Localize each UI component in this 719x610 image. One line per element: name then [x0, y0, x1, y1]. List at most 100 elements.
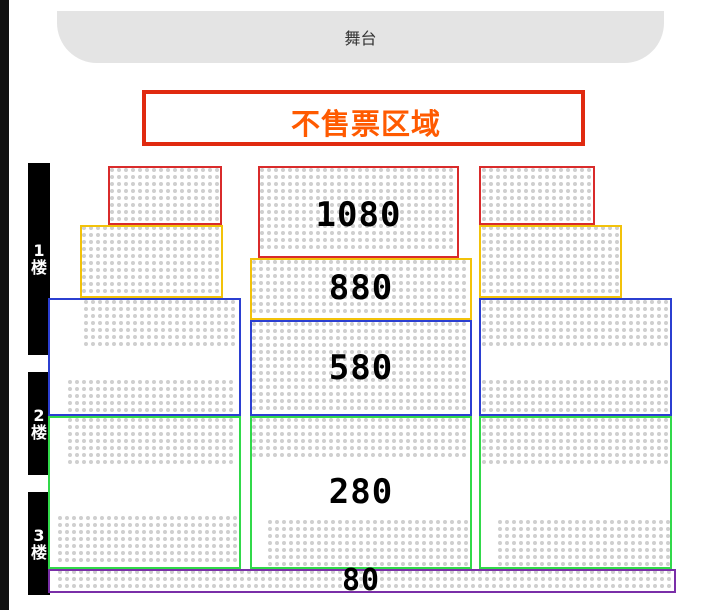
- seat-dot: [580, 226, 584, 230]
- seat-dot: [413, 418, 417, 422]
- seat-dot: [608, 425, 612, 429]
- seat-dot: [350, 309, 354, 313]
- seat-dot: [140, 300, 144, 304]
- seat-dot: [84, 335, 88, 339]
- seat-dot: [545, 387, 549, 391]
- seat-dot: [135, 516, 139, 520]
- seat-dot: [219, 516, 223, 520]
- seat-dot: [351, 224, 355, 228]
- zone-1080-right[interactable]: [479, 166, 595, 225]
- seat-dot: [573, 342, 577, 346]
- zone-280-left[interactable]: [48, 416, 241, 569]
- seat-dot: [337, 189, 341, 193]
- seat-dot: [510, 261, 514, 265]
- seat-dot: [615, 335, 619, 339]
- seat-dot: [566, 275, 570, 279]
- zone-280-right[interactable]: [479, 416, 672, 569]
- seat-dot: [531, 307, 535, 311]
- seat-dot: [166, 275, 170, 279]
- seat-dot: [587, 439, 591, 443]
- seat-dot: [496, 408, 500, 412]
- seat-dot: [93, 537, 97, 541]
- seat-dot: [455, 446, 459, 450]
- seat-dot: [503, 321, 507, 325]
- seat-dot: [422, 527, 426, 531]
- seat-dot: [194, 175, 198, 179]
- zone-580-left[interactable]: [48, 298, 241, 416]
- seat-dot: [82, 233, 86, 237]
- zone-580-right[interactable]: [479, 298, 672, 416]
- seat-dot: [503, 408, 507, 412]
- seat-dot: [394, 555, 398, 559]
- seat-dot: [401, 555, 405, 559]
- seat-dot: [117, 240, 121, 244]
- seat-dot: [133, 300, 137, 304]
- seat-dot: [503, 217, 507, 221]
- seat-dot: [407, 224, 411, 228]
- seat-dot: [517, 418, 521, 422]
- seat-dot: [489, 168, 493, 172]
- seat-dot: [406, 453, 410, 457]
- seat-dot: [89, 425, 93, 429]
- zone-880-right[interactable]: [479, 225, 622, 298]
- seat-dot: [594, 418, 598, 422]
- seat-dot: [198, 544, 202, 548]
- seat-dot: [145, 254, 149, 258]
- seat-dot: [229, 418, 233, 422]
- seat-dot: [331, 534, 335, 538]
- seat-dot: [573, 203, 577, 207]
- zone-880-left[interactable]: [80, 225, 223, 298]
- seat-dot: [294, 343, 298, 347]
- seat-dot: [580, 408, 584, 412]
- seat-dot: [498, 527, 502, 531]
- seat-dot: [140, 342, 144, 346]
- seat-dot: [229, 380, 233, 384]
- seat-dot: [173, 387, 177, 391]
- seat-dot: [533, 520, 537, 524]
- seat-dot: [301, 336, 305, 340]
- seat-dot: [275, 541, 279, 545]
- seat-dot: [441, 343, 445, 347]
- seat-dot: [252, 274, 256, 278]
- seat-dot: [124, 289, 128, 293]
- seat-dot: [589, 520, 593, 524]
- seat-dot: [100, 516, 104, 520]
- seat-dot: [608, 300, 612, 304]
- seat-dot: [435, 245, 439, 249]
- price-label-1080: 1080: [315, 195, 402, 235]
- seat-dot: [406, 336, 410, 340]
- seat-dot: [517, 275, 521, 279]
- seat-dot: [196, 300, 200, 304]
- seat-dot: [177, 516, 181, 520]
- seat-dot: [201, 387, 205, 391]
- seat-dot: [420, 357, 424, 361]
- seat-dot: [96, 432, 100, 436]
- seat-dot: [208, 268, 212, 272]
- seat-dot: [275, 548, 279, 552]
- seat-dot: [344, 196, 348, 200]
- seat-dot: [166, 196, 170, 200]
- seat-dot: [559, 247, 563, 251]
- seat-dot: [664, 328, 668, 332]
- seat-dot: [517, 439, 521, 443]
- seat-dot: [82, 282, 86, 286]
- seat-dot: [280, 399, 284, 403]
- seat-dot: [131, 453, 135, 457]
- seat-dot: [392, 446, 396, 450]
- seat-dot: [420, 309, 424, 313]
- seat-dot: [114, 551, 118, 555]
- seat-dot: [267, 231, 271, 235]
- seat-dot: [351, 189, 355, 193]
- seat-dot: [573, 307, 577, 311]
- seat-dot: [110, 275, 114, 279]
- seat-dot: [608, 261, 612, 265]
- seat-dot: [399, 267, 403, 271]
- zone-1080-left[interactable]: [108, 166, 222, 225]
- seat-dot: [231, 328, 235, 332]
- seat-dot: [386, 238, 390, 242]
- seat-dot: [201, 189, 205, 193]
- seat-dot: [455, 267, 459, 271]
- seat-dot: [622, 453, 626, 457]
- seat-dot: [622, 418, 626, 422]
- seat-dot: [524, 226, 528, 230]
